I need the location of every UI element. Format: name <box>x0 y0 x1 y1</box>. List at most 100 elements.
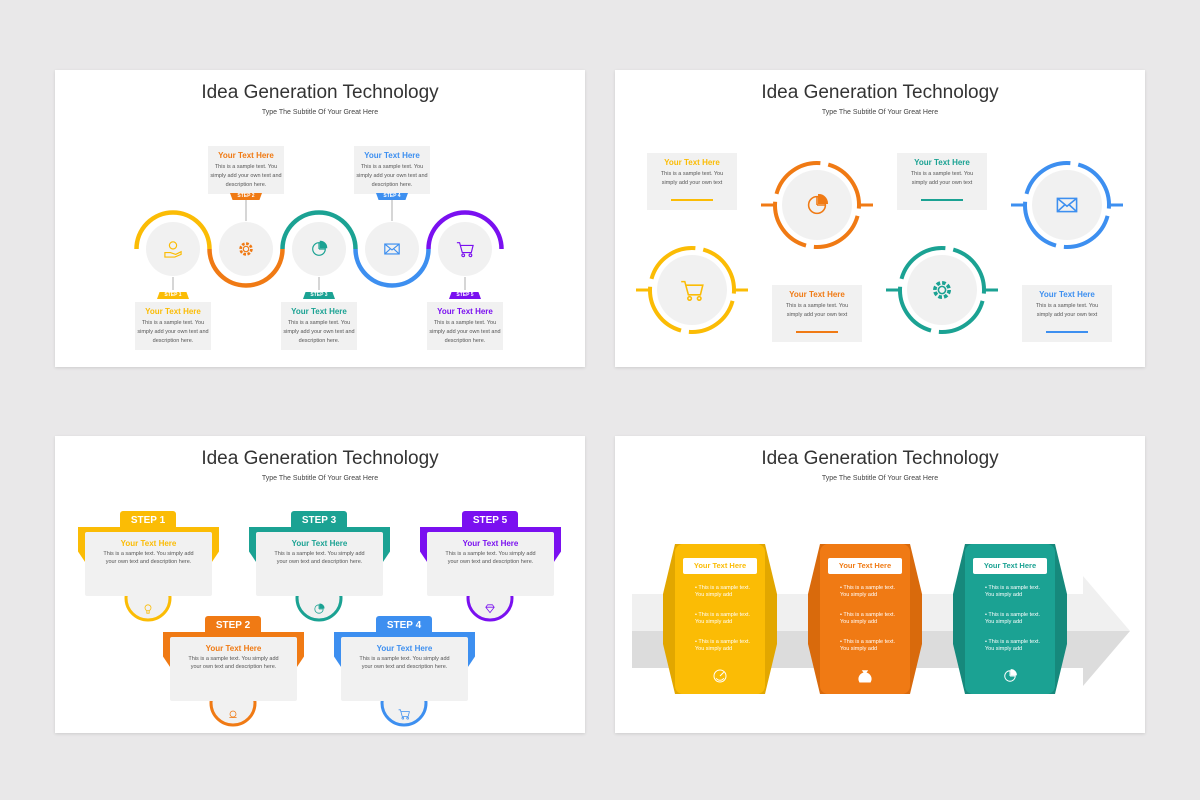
card-bullet: • This is a sample text. You simply add <box>985 639 1041 652</box>
accent-line <box>671 199 713 201</box>
box-body: This is a sample text. You simply add yo… <box>660 171 724 186</box>
slide-subtitle: Type The Subtitle Of Your Great Here <box>821 475 939 482</box>
box-body: This is a sample text. You simply add yo… <box>910 171 974 186</box>
cart-icon <box>456 242 474 258</box>
step-label: STEP 2 <box>230 193 262 200</box>
card-bullet: • This is a sample text. You simply add <box>985 612 1041 625</box>
box-heading: Your Text Here <box>1039 290 1095 299</box>
box-body: This is a sample text. You simply add yo… <box>103 551 194 565</box>
envelope-icon <box>384 243 400 255</box>
card-content: Your Text Here • This is a sample text. Y… <box>820 544 910 694</box>
box-body: This is a sample text. You simply add yo… <box>1035 303 1099 318</box>
box-heading: Your Text Here <box>218 151 274 160</box>
step-tab: STEP 3 <box>291 511 347 531</box>
box-heading: Your Text Here <box>364 151 420 160</box>
box-body: This is a sample text. You simply add yo… <box>785 303 849 318</box>
card-bullet: • This is a sample text. You simply add <box>695 639 751 652</box>
diamond-icon <box>485 604 495 614</box>
card <box>675 544 765 694</box>
slide-subtitle: Type The Subtitle Of Your Great Here <box>261 109 379 116</box>
slide-2[interactable]: Idea Generation Technology Type The Subt… <box>615 70 1145 367</box>
card-bullet: • This is a sample text. You simply add <box>695 585 751 598</box>
step-tab: STEP 2 <box>205 616 261 636</box>
step-arc <box>426 210 504 250</box>
slide-4[interactable]: Idea Generation Technology Type The Subt… <box>615 436 1145 733</box>
step-arc <box>353 248 431 288</box>
card <box>820 544 910 694</box>
box-heading: Your Text Here <box>120 539 177 548</box>
box-body: This is a sample text. You simply add yo… <box>274 551 365 565</box>
box-body: This is a sample text. You simply add yo… <box>137 320 209 344</box>
box-heading: Your Text Here <box>205 644 262 653</box>
strength-icon <box>229 710 237 718</box>
slide-title: Idea Generation Technology <box>201 82 439 103</box>
slide-subtitle: Type The Subtitle Of Your Great Here <box>261 475 379 482</box>
box-heading: Your Text Here <box>789 290 845 299</box>
card-bullet: • This is a sample text. You simply add <box>840 612 896 625</box>
box-heading: Your Text Here <box>376 644 433 653</box>
box-body: This is a sample text. You simply add yo… <box>359 656 450 670</box>
pie-chart-icon <box>314 603 325 614</box>
box-heading: Your Text Here <box>145 307 201 316</box>
step-label: STEP 4 <box>376 193 408 200</box>
step-arc <box>280 210 358 250</box>
slide-title: Idea Generation Technology <box>201 448 439 469</box>
lightbulb-icon <box>144 604 152 614</box>
slide-3[interactable]: Idea Generation Technology Type The Subt… <box>55 436 585 733</box>
box-body: This is a sample text. You simply add yo… <box>210 164 282 188</box>
box-body: This is a sample text. You simply add yo… <box>429 320 501 344</box>
envelope-icon <box>1056 197 1078 213</box>
box-body: This is a sample text. You simply add yo… <box>188 656 279 670</box>
box-heading: Your Text Here <box>462 539 519 548</box>
ring <box>1023 161 1111 249</box>
step-tab: STEP 4 <box>376 616 432 636</box>
box-body: This is a sample text. You simply add yo… <box>283 320 355 344</box>
cart-icon <box>681 280 704 301</box>
accent-line <box>796 331 838 333</box>
card-bullet: • This is a sample text. You simply add <box>840 639 896 652</box>
card-bullet: • This is a sample text. You simply add <box>695 612 751 625</box>
step-tab: STEP 1 <box>120 511 176 531</box>
step-arc <box>134 210 212 250</box>
accent-line <box>921 199 963 201</box>
step-label: STEP 3 <box>303 292 335 299</box>
step-arc <box>207 248 285 288</box>
pie-chart-icon <box>1004 669 1017 682</box>
box-heading: Your Text Here <box>914 158 970 167</box>
card <box>965 544 1055 694</box>
card-bullet: • This is a sample text. You simply add <box>840 585 896 598</box>
cart-icon <box>398 709 410 720</box>
card-heading: Your Text Here <box>683 558 757 574</box>
box-heading: Your Text Here <box>437 307 493 316</box>
gear-icon <box>239 242 253 256</box>
card-heading: Your Text Here <box>828 558 902 574</box>
box-heading: Your Text Here <box>664 158 720 167</box>
step-label: STEP 5 <box>449 292 481 299</box>
card-content: Your Text Here • This is a sample text. Y… <box>675 544 765 694</box>
slide-title: Idea Generation Technology <box>761 448 999 469</box>
pie-chart-icon <box>807 194 828 215</box>
slide-title: Idea Generation Technology <box>761 82 999 103</box>
box-heading: Your Text Here <box>291 539 348 548</box>
step-label: STEP 1 <box>157 292 189 299</box>
box-body: This is a sample text. You simply add yo… <box>445 551 536 565</box>
slide-1[interactable]: Idea Generation Technology Type The Subt… <box>55 70 585 367</box>
card-heading: Your Text Here <box>973 558 1047 574</box>
box-heading: Your Text Here <box>291 307 347 316</box>
slide-subtitle: Type The Subtitle Of Your Great Here <box>821 109 939 116</box>
card-content: Your Text Here • This is a sample text. Y… <box>965 544 1055 694</box>
card-bullet: • This is a sample text. You simply add <box>985 585 1041 598</box>
gear-icon <box>932 280 952 300</box>
accent-line <box>1046 331 1088 333</box>
